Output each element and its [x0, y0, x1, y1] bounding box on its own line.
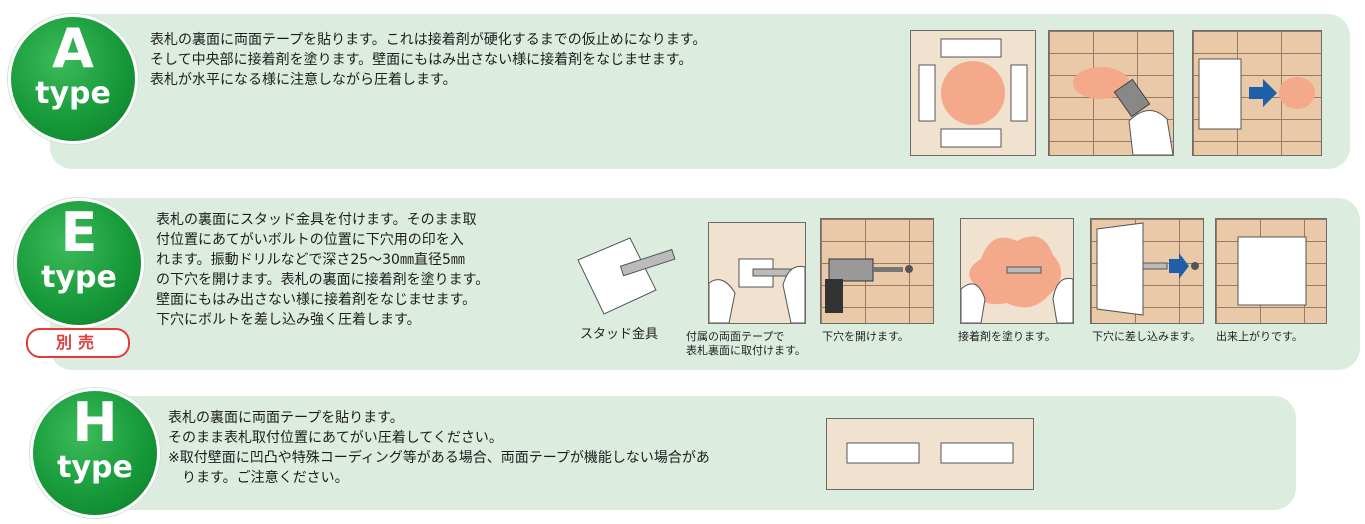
type-e-illustration-stud — [574, 220, 684, 320]
caption-stud: スタッド金具 — [580, 327, 659, 342]
caption-drill: 下穴を開けます。 — [822, 330, 909, 343]
type-h-type-label: type — [57, 450, 133, 485]
type-h-illustration-tape — [826, 418, 1034, 490]
tape-glue-diagram — [918, 38, 1028, 148]
type-e-letter: E — [60, 201, 98, 264]
type-e-type-label: type — [41, 260, 117, 295]
type-a-letter: A — [52, 17, 94, 80]
caption-attach: 付属の両面テープで 表札裏面に取付けます。 — [686, 330, 806, 357]
type-a-illustration-tape-glue — [910, 30, 1036, 156]
type-e-illustration-glue — [960, 218, 1074, 324]
type-e-badge: E type — [14, 198, 144, 328]
type-e-illustration-insert — [1090, 218, 1204, 324]
type-a-type-label: type — [35, 76, 111, 111]
double-tape-diagram — [846, 442, 1014, 464]
type-a-illustration-wall-glue — [1048, 30, 1174, 156]
stud-fitting-diagram — [577, 237, 676, 315]
sold-separately-badge: 別売 — [26, 328, 130, 358]
caption-insert: 下穴に差し込みます。 — [1092, 330, 1201, 343]
type-a-badge: A type — [8, 14, 138, 144]
type-e-illustration-attach — [708, 222, 806, 324]
type-e-description: 表札の裏面にスタッド金具を付けます。そのまま取 付位置にあてがいボルトの位置に下… — [156, 212, 490, 328]
caption-glue: 接着剤を塗ります。 — [958, 330, 1056, 343]
type-e-illustration-drill — [820, 218, 934, 324]
press-on-wall-diagram — [1198, 58, 1315, 130]
type-e-illustration-done — [1215, 218, 1327, 324]
drill-diagram — [825, 258, 913, 313]
type-a-description: 表札の裏面に両面テープを貼ります。これは接着剤が硬化するまでの仮止めになります。… — [150, 32, 707, 88]
caption-done: 出来上がりです。 — [1216, 330, 1303, 343]
glue-on-wall-diagram — [1073, 67, 1173, 155]
glue-plate-diagram — [961, 236, 1073, 323]
type-h-description: 表札の裏面に両面テープを貼ります。 そのまま表札取付位置にあてがい圧着してくださ… — [168, 410, 710, 486]
type-a-illustration-press — [1192, 30, 1322, 156]
type-h-panel — [50, 396, 1296, 510]
finished-diagram — [1237, 236, 1307, 306]
insert-diagram — [1096, 222, 1199, 316]
attach-stud-diagram — [709, 258, 805, 323]
type-h-badge: H type — [30, 388, 160, 518]
type-h-letter: H — [72, 391, 118, 454]
